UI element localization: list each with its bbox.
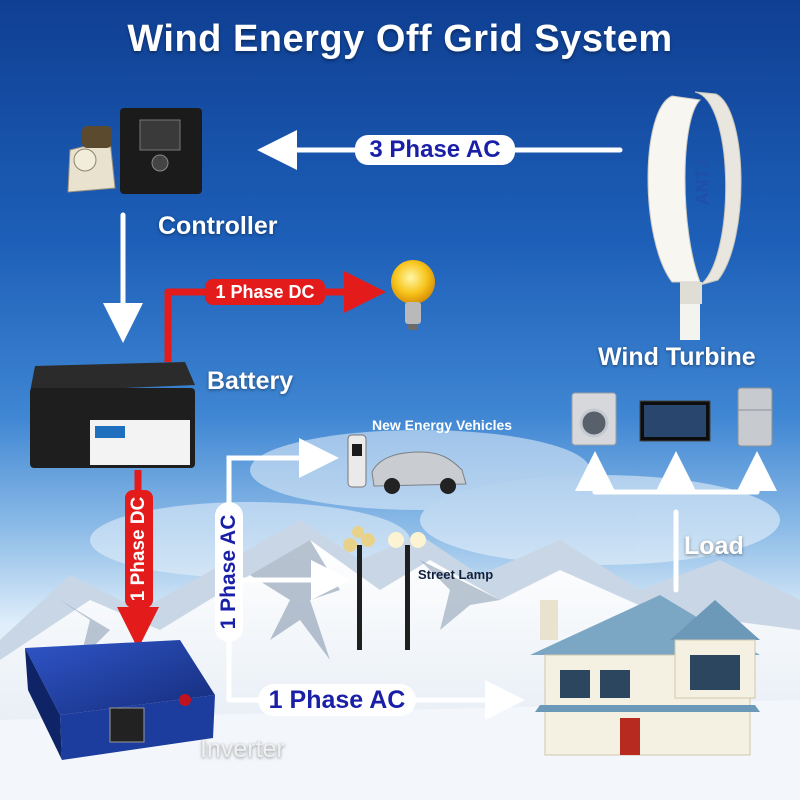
light-bulb-icon (391, 260, 435, 330)
street-lamps (343, 526, 426, 650)
appliances (571, 387, 773, 447)
wind-turbine-label: Wind Turbine (598, 343, 756, 371)
battery-device (30, 362, 195, 468)
wind-turbine-device (647, 91, 742, 340)
house (530, 595, 760, 756)
inverter-branch-label: 1 Phase AC (215, 502, 243, 642)
turbine-brand: ANTJ (692, 158, 713, 206)
new-energy-vehicles-label: New Energy Vehicles (372, 417, 513, 433)
inverter-to-house-label: 1 Phase AC (258, 684, 416, 716)
controller-device (67, 108, 202, 194)
battery-to-inverter-label: 1 Phase DC (125, 490, 153, 608)
ev-charger-and-car (347, 434, 467, 494)
turbine-to-controller-label: 3 Phase AC (355, 135, 515, 165)
page-title: Wind Energy Off Grid System (127, 18, 673, 60)
street-lamp-label: Street Lamp (418, 567, 494, 582)
clouds (90, 430, 780, 578)
battery-to-bulb-label: 1 Phase DC (205, 279, 325, 305)
load-label: Load (684, 532, 744, 560)
battery-label: Battery (207, 367, 294, 395)
controller-label: Controller (158, 212, 278, 240)
inverter-device (25, 640, 215, 760)
inverter-label: Inverter (200, 735, 285, 763)
